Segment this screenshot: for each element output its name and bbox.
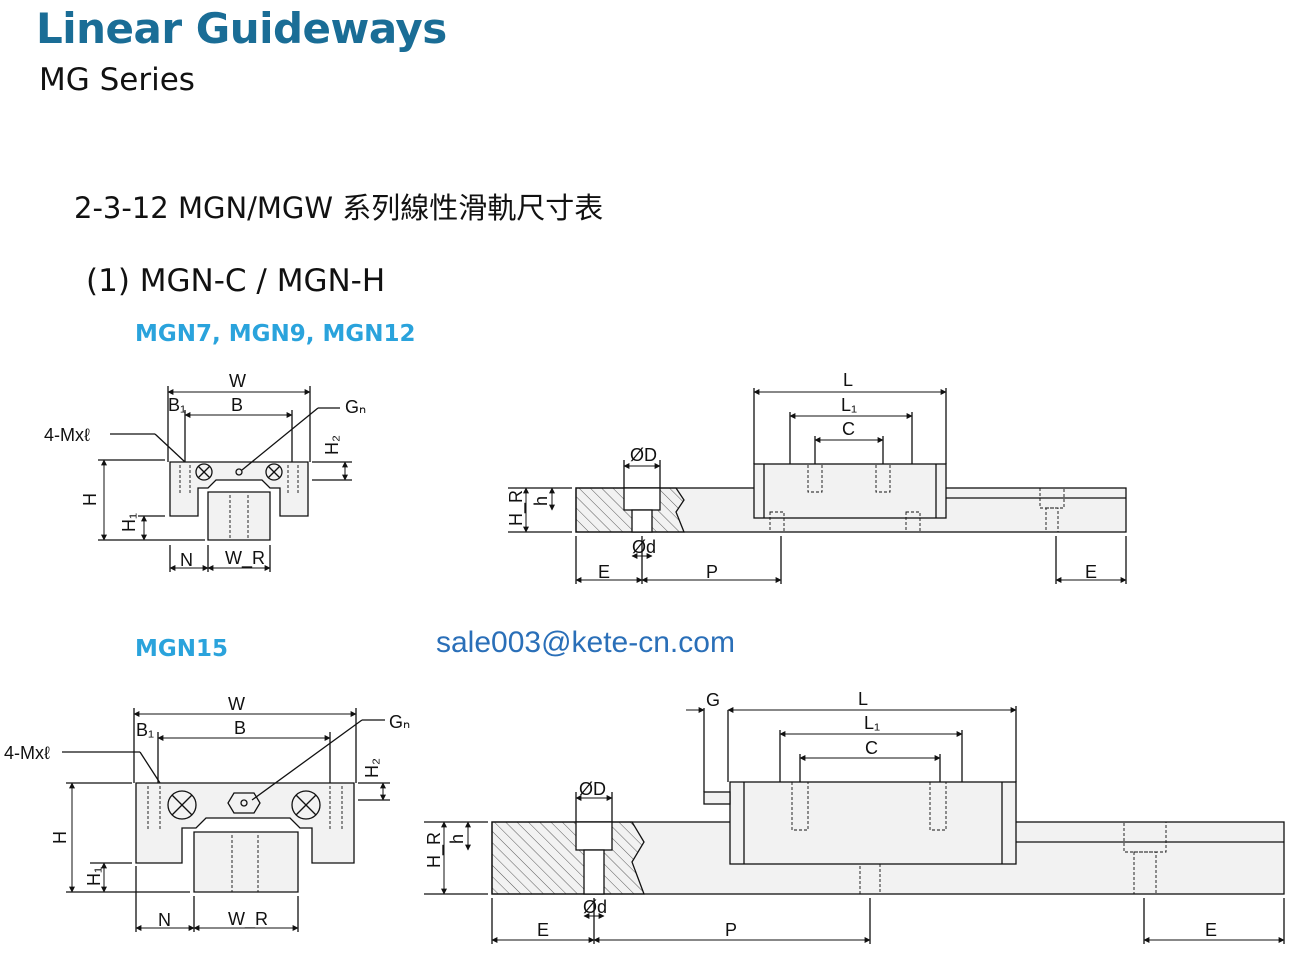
label-E-large-left: E — [537, 920, 549, 940]
label-B-large: B — [234, 718, 246, 738]
label-E-small-left: E — [598, 562, 610, 582]
label-H-large: H — [50, 831, 70, 844]
page-title: Linear Guideways — [36, 4, 447, 53]
label-L1-large: L₁ — [864, 713, 880, 733]
large-side-view-dimensions — [441, 707, 1285, 943]
label-N-large: N — [158, 910, 171, 930]
label-d-large: Ød — [583, 897, 607, 917]
small-side-view — [508, 388, 1127, 584]
label-WR-large: W_R — [228, 909, 268, 930]
label-Gn-large: Gₙ — [389, 712, 410, 732]
label-L1-small: L₁ — [841, 395, 857, 415]
large-side-view — [424, 706, 1285, 944]
label-D-small: ØD — [630, 445, 657, 465]
label-W-small: W — [229, 371, 246, 391]
label-HR-large: H_R — [424, 832, 445, 868]
label-L-small: L — [843, 370, 853, 390]
contact-email-link[interactable]: sale003@kete-cn.com — [436, 626, 735, 659]
label-HR-small: H_R — [506, 490, 527, 526]
small-cross-section — [98, 386, 352, 572]
label-N-small: N — [180, 550, 193, 570]
label-G-large: G — [706, 690, 720, 710]
model-group-label-small: MGN7, MGN9, MGN12 — [135, 321, 416, 347]
label-H2-large: H₂ — [362, 758, 382, 778]
small-cross-section-dimensions — [101, 389, 348, 571]
model-group-label-large: MGN15 — [135, 636, 229, 662]
label-D-large: ØD — [579, 779, 606, 799]
label-H-small: H — [80, 493, 100, 506]
label-C-small: C — [842, 419, 855, 439]
label-P-small: P — [706, 562, 718, 582]
section-heading: 2-3-12 MGN/MGW 系列線性滑軌尺寸表 — [74, 191, 604, 225]
label-WR-small: W_R — [225, 548, 265, 569]
label-P-large: P — [725, 920, 737, 940]
label-B-small: B — [231, 395, 243, 415]
label-B1-large: B₁ — [136, 720, 154, 740]
series-subtitle: MG Series — [39, 62, 195, 98]
label-E-small-right: E — [1085, 562, 1097, 582]
sub-heading: (1) MGN-C / MGN-H — [86, 263, 386, 299]
label-B1-small: B₁ — [168, 395, 186, 415]
label-h-large: h — [447, 834, 467, 844]
label-M-large: 4-Mxℓ — [4, 743, 50, 763]
label-Gn-small: Gₙ — [345, 397, 366, 417]
label-L-large: L — [858, 689, 868, 709]
label-M-small: 4-Mxℓ — [44, 425, 90, 445]
label-H2-small: H₂ — [322, 435, 342, 455]
large-cross-section — [62, 708, 390, 932]
large-cross-section-dimensions — [69, 711, 386, 931]
label-W-large: W — [228, 694, 245, 714]
small-side-view-dimensions — [523, 389, 1127, 583]
label-H1-large: H₁ — [84, 867, 104, 886]
label-d-small: Ød — [632, 537, 656, 557]
label-H1-small: H₁ — [119, 513, 139, 532]
label-E-large-right: E — [1205, 920, 1217, 940]
label-C-large: C — [865, 738, 878, 758]
label-h-small: h — [531, 496, 551, 506]
